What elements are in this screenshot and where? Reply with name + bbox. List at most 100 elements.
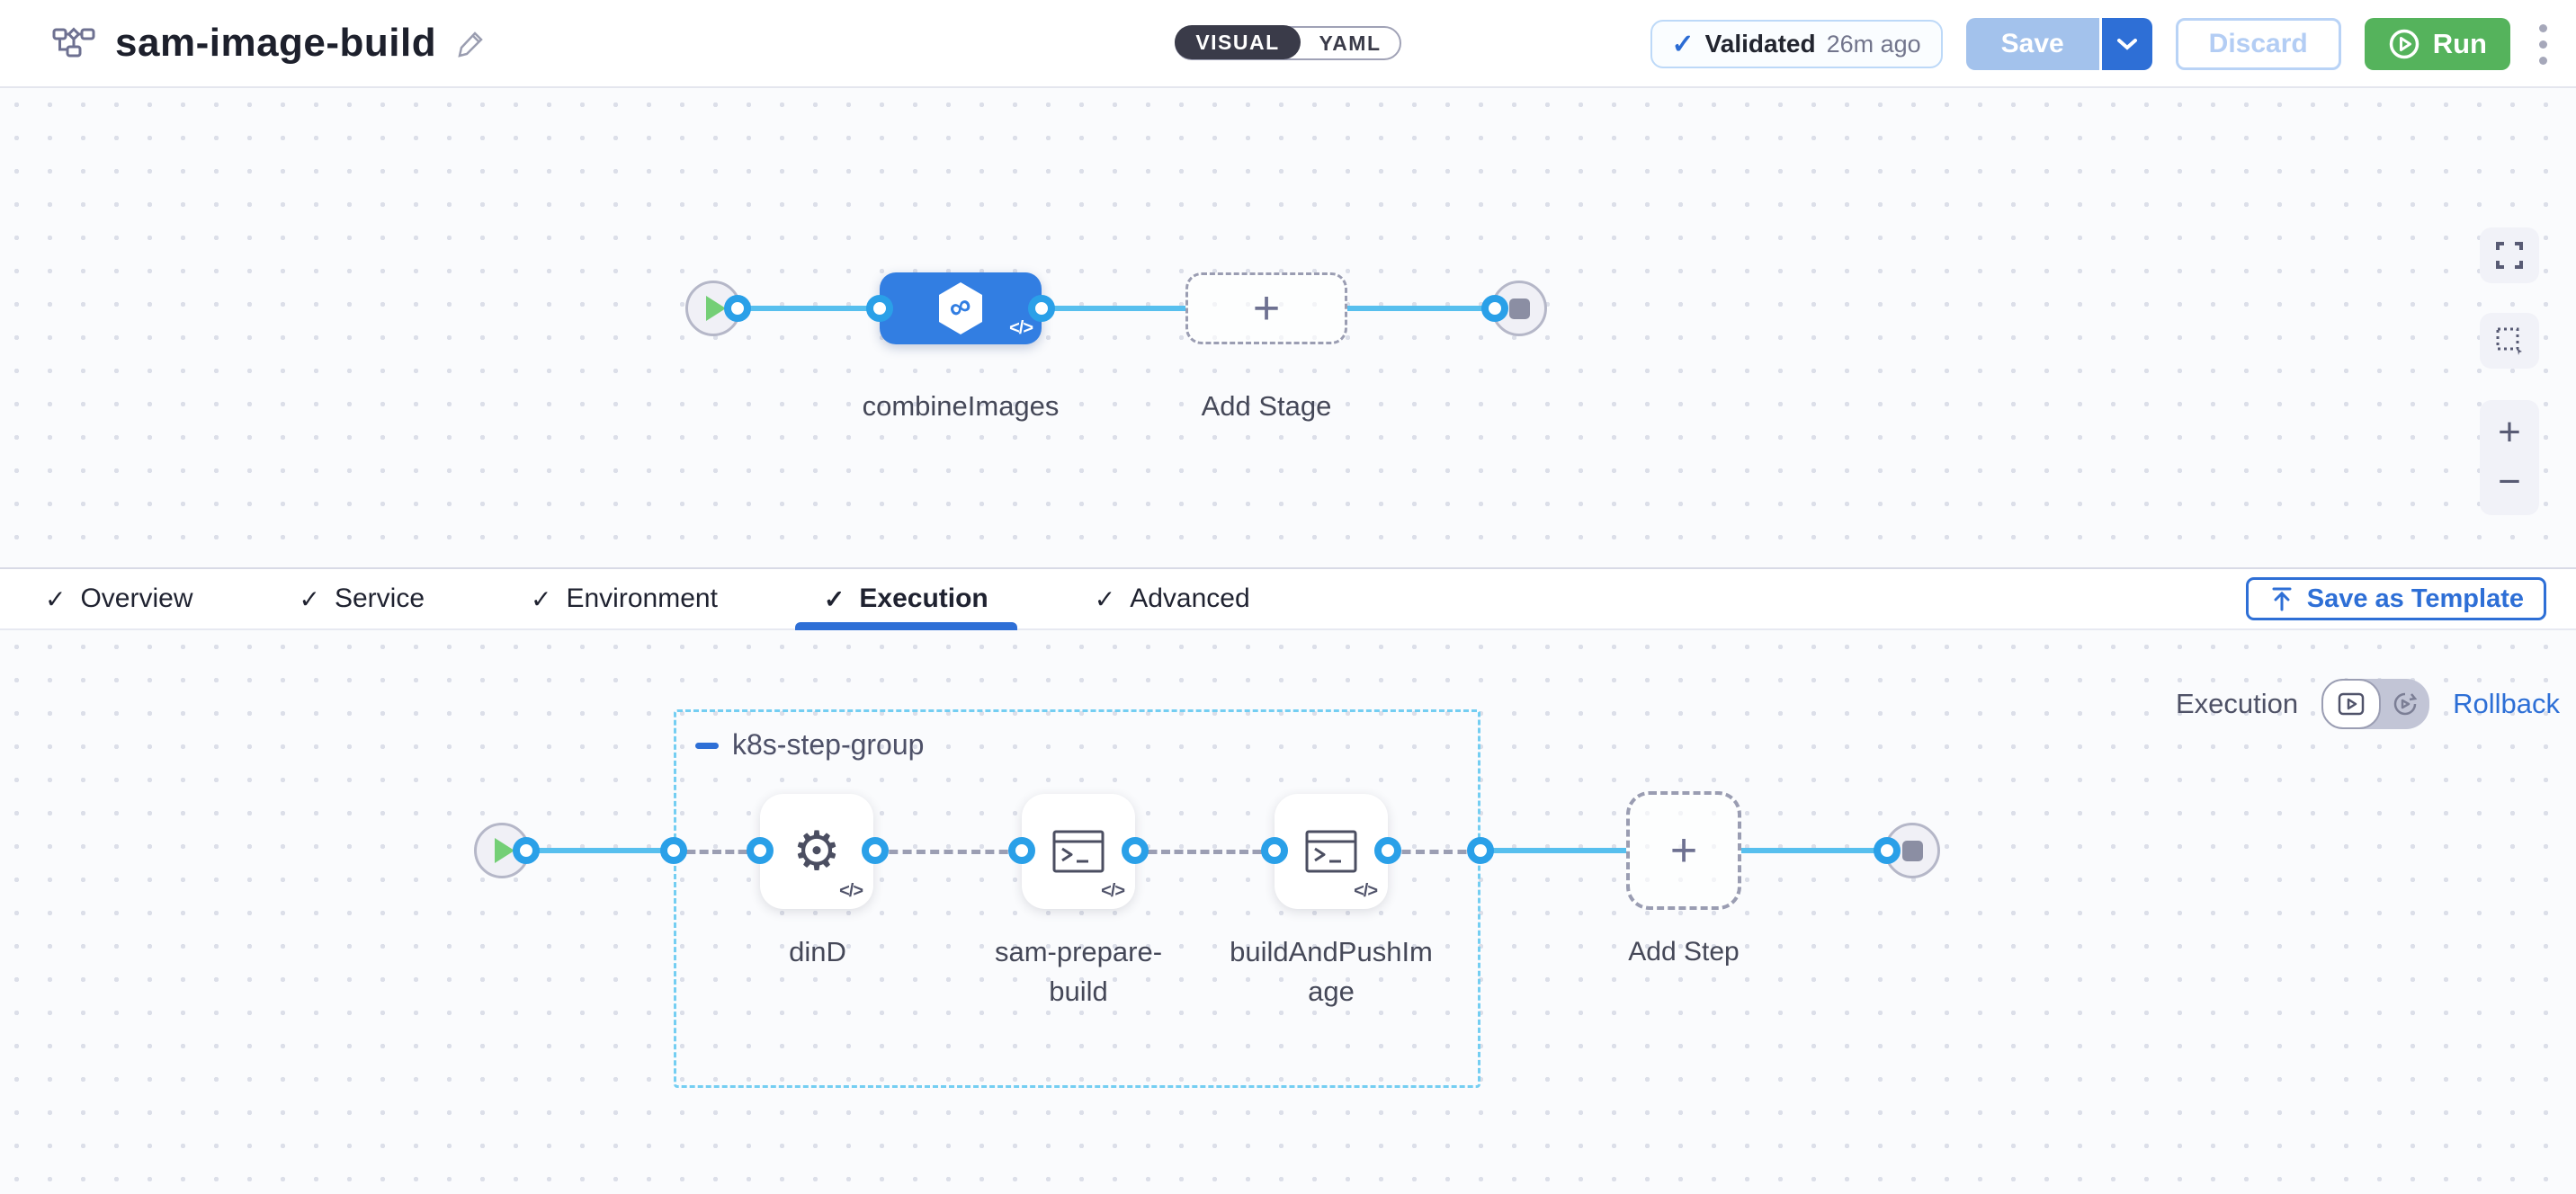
custom-stage-hexagon-icon: ∞ — [935, 281, 986, 336]
zoom-controls: + − — [2480, 400, 2539, 515]
connector-line — [1480, 848, 1626, 853]
check-icon: ✓ — [45, 584, 66, 614]
connector-port[interactable] — [1374, 837, 1401, 864]
tab-label: Overview — [80, 584, 192, 614]
connector-port[interactable] — [1122, 837, 1149, 864]
tab-label: Advanced — [1130, 584, 1249, 614]
stop-end-icon — [1902, 841, 1923, 861]
connector-line — [738, 306, 880, 311]
execution-mode-label: Execution — [2176, 688, 2298, 720]
step-label: dinD — [704, 932, 931, 972]
execution-canvas[interactable]: Execution Rollback — [0, 630, 2576, 1194]
connector-port[interactable] — [724, 295, 751, 322]
connector-port[interactable] — [862, 837, 889, 864]
active-tab-underline — [795, 622, 1017, 630]
step-group-label: k8s-step-group — [732, 728, 924, 762]
code-icon[interactable]: </> — [1009, 318, 1033, 339]
code-icon[interactable]: </> — [839, 881, 863, 902]
add-stage-button[interactable]: + — [1185, 272, 1347, 344]
gear-sync-icon: ⚙ — [792, 824, 841, 878]
tab-environment[interactable]: ✓ Environment — [531, 569, 718, 628]
kebab-menu-icon[interactable] — [2534, 19, 2553, 70]
execution-mode-row: Execution Rollback — [2176, 679, 2560, 729]
connector-port[interactable] — [660, 837, 687, 864]
toggle-visual[interactable]: VISUAL — [1175, 25, 1301, 59]
zoom-in-button[interactable]: + — [2480, 400, 2539, 457]
connector-line — [1741, 848, 1887, 853]
plus-icon: + — [1253, 285, 1280, 332]
toggle-rollback-segment[interactable] — [2381, 679, 2429, 729]
save-split-button: Save — [1966, 18, 2152, 70]
connector-port[interactable] — [866, 295, 893, 322]
connector-line — [1042, 306, 1185, 311]
validated-label: Validated — [1705, 30, 1816, 58]
fullscreen-button[interactable] — [2480, 227, 2539, 283]
save-button[interactable]: Save — [1966, 18, 2099, 70]
toggle-yaml[interactable]: YAML — [1301, 31, 1400, 56]
step-node-sam-prepare-build[interactable]: </> — [1022, 794, 1135, 909]
step-node-buildandpushimage[interactable]: </> — [1275, 794, 1388, 909]
stop-end-icon — [1509, 298, 1530, 319]
run-button[interactable]: Run — [2365, 18, 2510, 70]
stage-node-combineimages[interactable]: ∞ </> — [880, 272, 1042, 344]
pipeline-icon — [52, 22, 95, 65]
rollback-link[interactable]: Rollback — [2453, 688, 2560, 720]
stage-canvas[interactable]: ∞ </> combineImages + Add Stage — [0, 88, 2576, 567]
connector-port[interactable] — [513, 837, 540, 864]
connector-line — [1347, 306, 1495, 311]
connector-port[interactable] — [1261, 837, 1288, 864]
edit-pencil-icon[interactable] — [456, 28, 487, 58]
save-options-button[interactable] — [2102, 18, 2152, 70]
connector-port[interactable] — [1874, 837, 1901, 864]
check-icon: ✓ — [300, 584, 320, 614]
header: sam-image-build VISUAL YAML ✓ Validated … — [0, 0, 2576, 88]
connector-port[interactable] — [1008, 837, 1035, 864]
connector-port[interactable] — [1028, 295, 1055, 322]
check-icon: ✓ — [531, 584, 551, 614]
step-node-dind[interactable]: ⚙ </> — [760, 794, 873, 909]
execution-rollback-toggle[interactable] — [2321, 679, 2429, 729]
add-stage-label: Add Stage — [1176, 387, 1356, 426]
upload-icon — [2268, 585, 2295, 612]
validated-badge[interactable]: ✓ Validated 26m ago — [1650, 20, 1943, 68]
tab-overview[interactable]: ✓ Overview — [45, 569, 193, 628]
rollback-icon — [2392, 691, 2419, 717]
tab-label: Execution — [859, 584, 988, 614]
code-icon[interactable]: </> — [1354, 881, 1377, 902]
connector-port[interactable] — [1481, 295, 1508, 322]
connector-line — [526, 848, 674, 853]
play-icon — [2388, 28, 2420, 60]
tab-service[interactable]: ✓ Service — [300, 569, 425, 628]
execution-play-icon — [2338, 692, 2365, 716]
terminal-icon — [1052, 830, 1105, 873]
marquee-select-icon — [2495, 326, 2524, 355]
zoom-out-button[interactable]: − — [2480, 457, 2539, 515]
collapse-group-icon[interactable] — [695, 743, 719, 749]
terminal-icon — [1305, 830, 1357, 873]
play-start-icon — [495, 838, 514, 863]
code-icon[interactable]: </> — [1101, 881, 1124, 902]
toggle-execution-segment[interactable] — [2321, 679, 2381, 729]
visual-yaml-toggle[interactable]: VISUAL YAML — [1175, 26, 1401, 60]
connector-port[interactable] — [747, 837, 774, 864]
marquee-select-button[interactable] — [2480, 313, 2539, 369]
tab-execution[interactable]: ✓ Execution — [824, 569, 988, 628]
play-start-icon — [706, 296, 726, 321]
step-label: sam-prepare-build — [983, 932, 1174, 1011]
connector-port[interactable] — [1467, 837, 1494, 864]
add-step-label: Add Step — [1594, 932, 1774, 972]
tab-label: Service — [335, 584, 425, 614]
tab-label: Environment — [566, 584, 717, 614]
check-icon: ✓ — [1672, 29, 1695, 60]
save-as-template-button[interactable]: Save as Template — [2246, 577, 2546, 620]
stage-tabs-band: ✓ Overview ✓ Service ✓ Environment ✓ Exe… — [0, 567, 2576, 630]
add-step-button[interactable]: + — [1626, 791, 1741, 910]
check-icon: ✓ — [1095, 584, 1115, 614]
tab-advanced[interactable]: ✓ Advanced — [1095, 569, 1250, 628]
page-title: sam-image-build — [115, 21, 436, 66]
chevron-down-icon — [2115, 36, 2139, 52]
check-icon: ✓ — [824, 584, 845, 614]
discard-button[interactable]: Discard — [2176, 18, 2341, 70]
save-as-template-label: Save as Template — [2307, 584, 2524, 614]
